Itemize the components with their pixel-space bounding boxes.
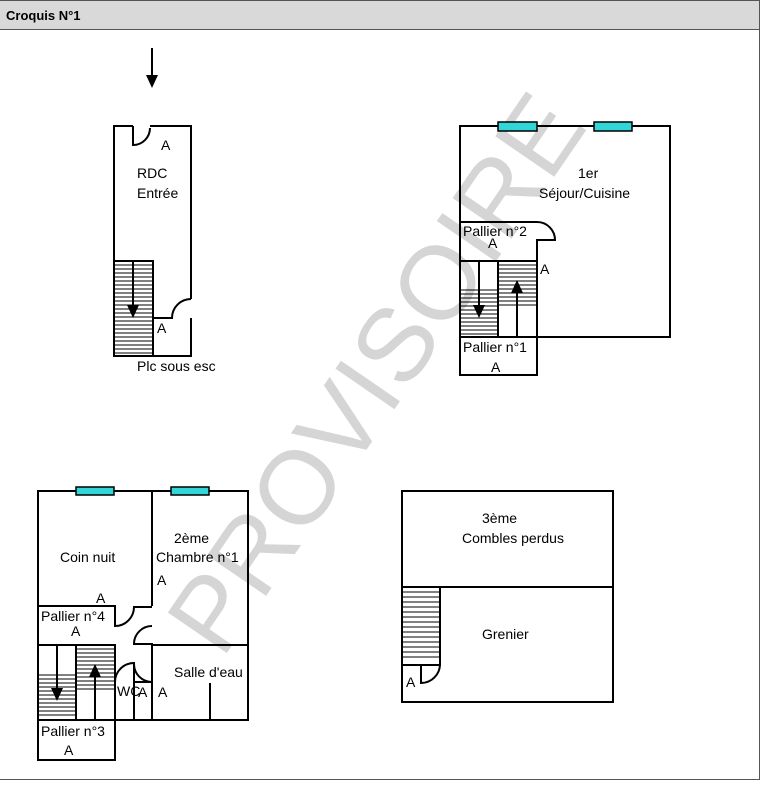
- section-title: Croquis N°1: [6, 8, 81, 23]
- chambre-label: Chambre n°1: [156, 549, 239, 565]
- first-room: Séjour/Cuisine: [539, 185, 630, 201]
- third-level: 3ème: [482, 510, 517, 526]
- landing4-label: Pallier n°4: [41, 608, 105, 624]
- attic-label: Grenier: [482, 626, 529, 642]
- bath-a: A: [158, 684, 168, 700]
- wc-label: WC: [117, 683, 140, 699]
- rdc-door-a1: A: [161, 137, 171, 153]
- landing4-a: A: [71, 623, 81, 639]
- second-floor-plan: Coin nuit A 2ème Chambre n°1 A Pallier n…: [37, 486, 249, 761]
- coin-nuit-a: A: [96, 590, 106, 606]
- window: [75, 486, 115, 496]
- landing3-label: Pallier n°3: [41, 723, 105, 739]
- landing1-label: Pallier n°1: [463, 339, 527, 355]
- third-door-a: A: [406, 674, 416, 690]
- rdc-door-a2: A: [157, 320, 167, 336]
- first-level: 1er: [578, 165, 599, 181]
- wc-a: A: [138, 684, 148, 700]
- third-floor-plan: 3ème Combles perdus Grenier A: [401, 490, 614, 703]
- window: [497, 121, 538, 132]
- section-header: Croquis N°1: [0, 0, 760, 30]
- sketch-frame: [0, 29, 760, 780]
- landing3-a: A: [64, 742, 74, 758]
- window: [593, 121, 633, 132]
- bath-label: Salle d'eau: [174, 664, 243, 680]
- rdc-level: RDC: [137, 165, 167, 181]
- first-floor-plan: 1er Séjour/Cuisine Pallier n°2 A A Palli…: [459, 121, 671, 376]
- rdc-plan: A RDC Entrée A Plc sous esc: [113, 125, 216, 374]
- window: [170, 486, 210, 496]
- rdc-under-stairs: Plc sous esc: [137, 358, 216, 374]
- first-door-a: A: [540, 261, 550, 277]
- landing2-a: A: [488, 235, 498, 251]
- chambre-a: A: [157, 572, 167, 588]
- coin-nuit-label: Coin nuit: [60, 549, 115, 565]
- landing2-label: Pallier n°2: [463, 223, 527, 239]
- entry-arrow-icon: [146, 48, 158, 88]
- second-level: 2ème: [174, 530, 209, 546]
- third-room: Combles perdus: [462, 530, 564, 546]
- rdc-room: Entrée: [137, 185, 178, 201]
- landing1-a: A: [491, 359, 501, 375]
